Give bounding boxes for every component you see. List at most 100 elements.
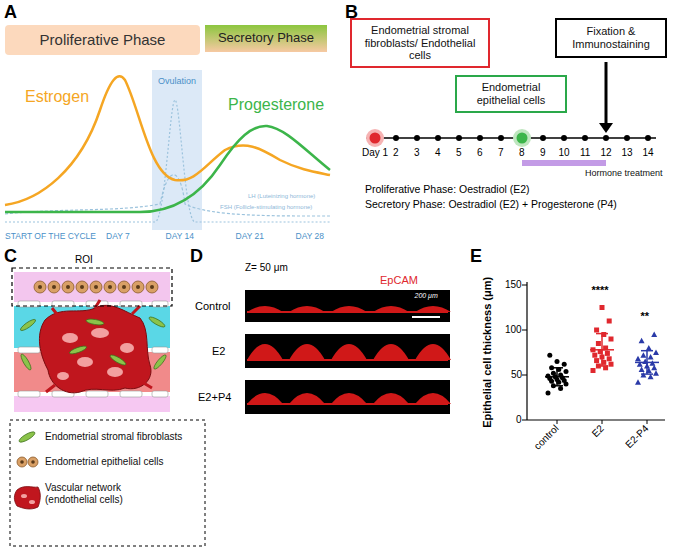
data-points — [556, 368, 558, 386]
epcam-stain — [289, 344, 325, 360]
data-points — [564, 369, 569, 374]
scatter-plot — [522, 285, 527, 286]
data-points — [591, 368, 596, 373]
data-points — [546, 391, 551, 396]
label-text: DAY 14 — [166, 232, 195, 242]
label-text: Progesterone — [228, 96, 324, 114]
label-text: E2 — [590, 423, 607, 440]
timeline — [561, 135, 567, 141]
label-text: 3 — [414, 147, 420, 159]
legend-box — [31, 460, 35, 464]
epcam-stain — [289, 306, 325, 312]
chip-illustration — [12, 268, 172, 306]
data-points — [635, 379, 641, 385]
epcam-stain — [373, 344, 409, 360]
timeline — [624, 135, 630, 141]
panel-letter: B — [345, 2, 358, 23]
label-text: E2-P4 — [623, 423, 651, 451]
label-text: 6 — [477, 147, 483, 159]
chip-illustration — [109, 353, 127, 366]
data-points — [605, 351, 610, 356]
chip-illustration — [18, 301, 40, 307]
epcam-stain — [331, 306, 367, 312]
data-points — [551, 385, 563, 387]
legend-box — [10, 420, 205, 546]
chip-illustration — [146, 281, 158, 293]
epcam-stain — [415, 393, 451, 404]
node-text: Endometrial stromal fibroblasts/ Endothe… — [355, 24, 485, 62]
chip-illustration — [122, 285, 126, 289]
chip-illustration — [150, 285, 154, 289]
scatter-plot — [602, 420, 603, 424]
chip-illustration — [91, 328, 109, 338]
epcam-stain — [415, 306, 451, 312]
data-points — [546, 373, 551, 378]
data-points — [545, 305, 659, 396]
epcam-stain — [331, 393, 367, 404]
timeline — [435, 135, 441, 141]
data-points — [639, 367, 645, 373]
data-points — [555, 359, 560, 364]
timeline — [599, 123, 613, 133]
timeline — [498, 135, 504, 141]
chip-illustration — [120, 343, 134, 353]
epcam-stain — [331, 344, 367, 360]
timeline — [456, 135, 462, 141]
scatter-plot — [527, 419, 665, 420]
panel-letter: A — [4, 2, 17, 23]
scatter-plot — [522, 420, 527, 421]
timeline — [477, 135, 483, 141]
chip-illustration — [136, 285, 140, 289]
hormone-chart — [152, 70, 202, 230]
epcam-stain — [247, 306, 283, 312]
label-text: 50 — [511, 369, 522, 381]
chip-illustration — [152, 391, 168, 397]
label-text: Proliferative Phase: Oestradiol (E2) — [365, 183, 530, 195]
chip-illustration — [94, 285, 98, 289]
hormone-chart — [5, 126, 330, 212]
chip-illustration — [57, 372, 69, 380]
phase-box: Secretory Phase — [205, 25, 327, 52]
epcam-stain — [373, 306, 409, 312]
timeline — [393, 135, 399, 141]
chip-illustration — [152, 353, 167, 370]
legend-text: Endometrial stromal fibroblasts — [45, 431, 200, 443]
data-points — [607, 356, 612, 361]
legend-text: Endometrial epithelial cells — [45, 456, 200, 468]
legend-box — [14, 487, 40, 509]
data-points — [646, 351, 648, 374]
data-points — [653, 350, 659, 356]
chip-illustration — [19, 318, 37, 332]
data-points — [551, 367, 563, 369]
micrograph-strips — [245, 334, 450, 368]
timeline — [366, 129, 384, 147]
chip-illustration — [38, 285, 154, 289]
data-points — [594, 328, 599, 333]
node-text: Secretory Phase — [218, 31, 314, 46]
epcam-stain — [415, 344, 451, 360]
timeline — [645, 135, 651, 141]
legend-box — [20, 460, 24, 464]
scatter-plot — [522, 330, 527, 331]
step-box: Fixation & Immunostaining — [555, 18, 667, 58]
label-text: **** — [592, 284, 609, 297]
label-text: Ovulation — [158, 76, 196, 86]
data-points — [600, 305, 605, 310]
data-points — [641, 373, 653, 375]
legend-box — [18, 430, 36, 444]
micrograph-strips — [245, 380, 450, 414]
panel-letter: D — [190, 246, 203, 267]
label-text: 7 — [498, 147, 504, 159]
micrograph-strips — [412, 316, 440, 318]
data-points — [653, 370, 659, 376]
label-text: Control — [195, 300, 230, 313]
label-text: ** — [641, 310, 650, 323]
label-text: LH (Luteinizing hormone) — [248, 193, 315, 200]
data-points — [601, 334, 603, 366]
label-text: 8 — [519, 147, 525, 159]
label-text: 14 — [643, 147, 654, 159]
legend-swatch — [522, 160, 606, 166]
chip-illustration — [39, 305, 151, 392]
data-points — [646, 345, 652, 351]
